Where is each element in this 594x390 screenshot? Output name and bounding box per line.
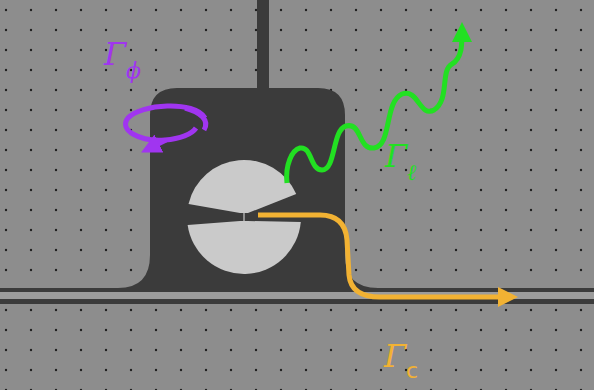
loss-arrow — [287, 32, 462, 183]
josephson-junction — [243, 212, 244, 222]
rate-subscript: c — [406, 360, 418, 382]
coupling-arrow — [258, 215, 508, 297]
rate-subscript: ℓ — [407, 162, 416, 184]
rate-symbol: Γ — [104, 38, 126, 70]
etched-region — [0, 88, 594, 304]
drive-line — [257, 0, 269, 95]
dephasing-arrow — [150, 140, 166, 148]
rate-symbol: Γ — [384, 340, 406, 372]
top-pad — [189, 160, 297, 213]
dephasing-arrow — [185, 108, 206, 130]
rate-subscript: ϕ — [126, 60, 141, 82]
bottom-pad — [188, 221, 301, 274]
rate-symbol: Γ — [385, 140, 407, 172]
dephasing-arrow — [126, 106, 205, 140]
